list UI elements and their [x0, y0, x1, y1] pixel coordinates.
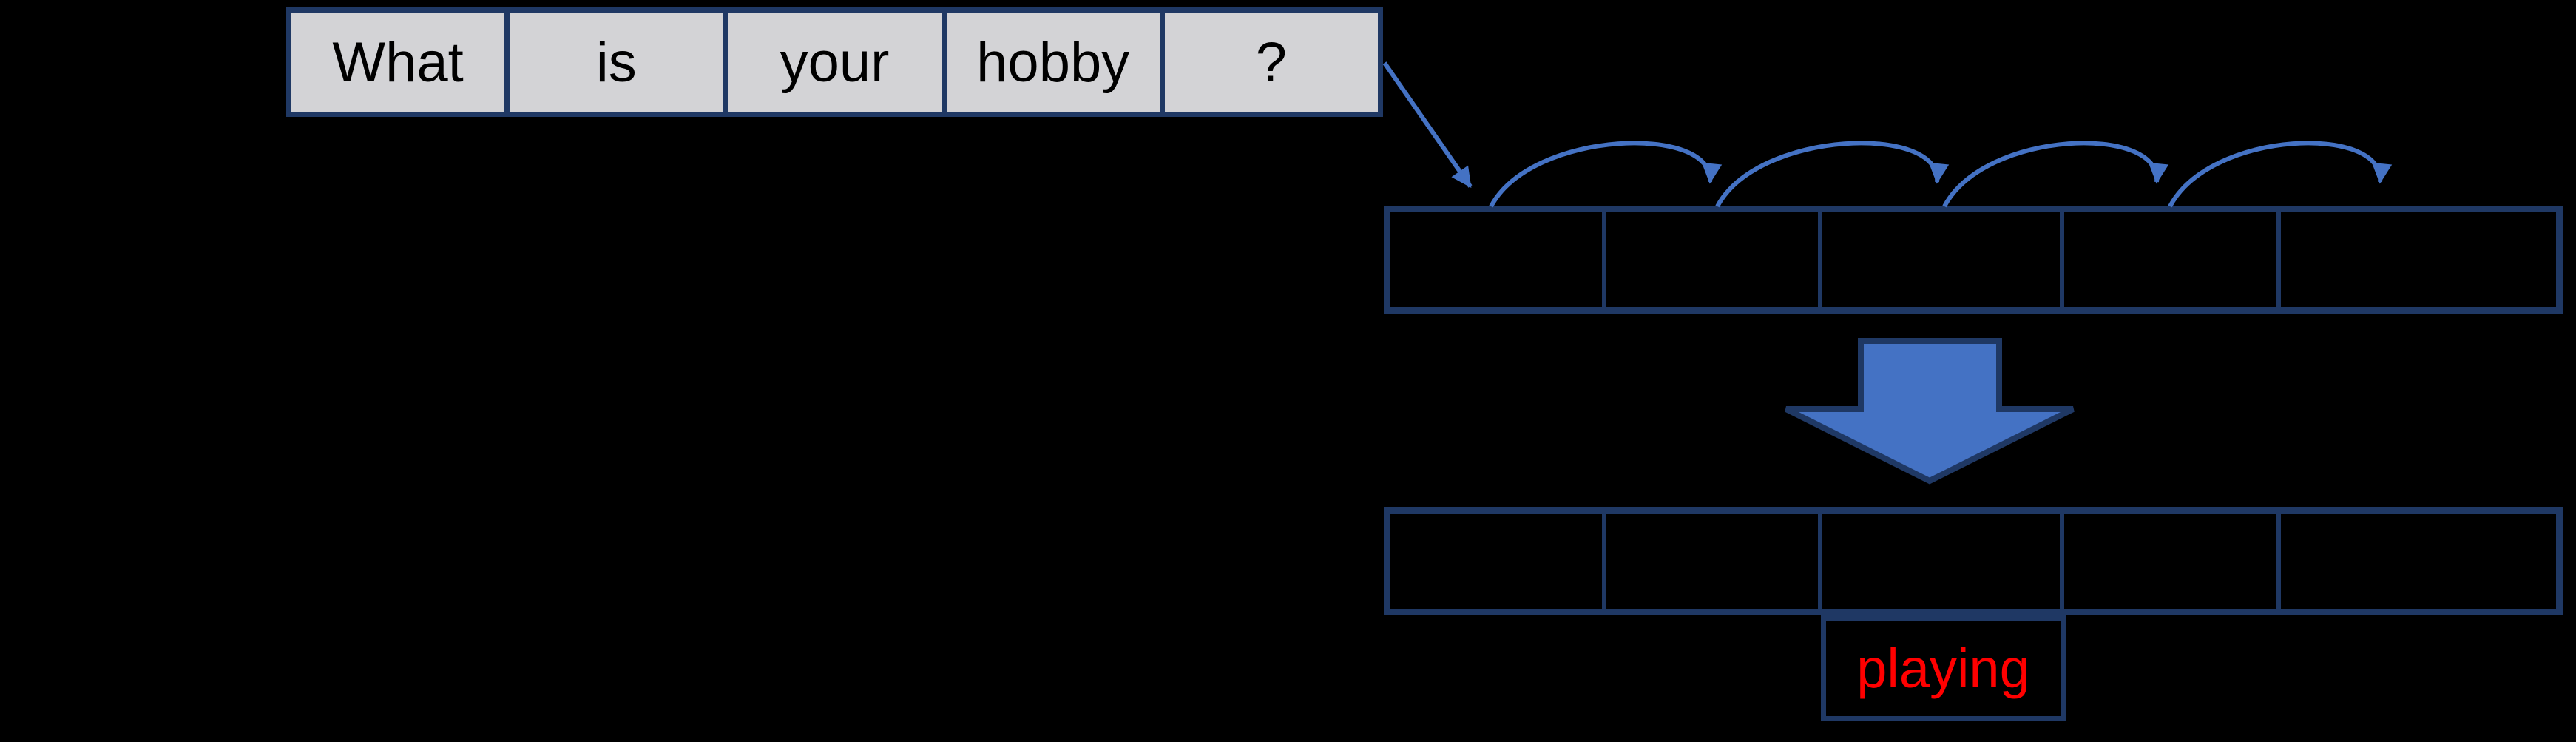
output-state-row [1384, 507, 2563, 615]
hidden-state-cell [2064, 212, 2282, 307]
hidden-state-cell [2281, 212, 2556, 307]
hop-arrow-3 [1942, 141, 2169, 208]
input-token-cell: your [728, 13, 942, 112]
input-token-label: hobby [976, 30, 1130, 94]
predicted-word-box: playing [1821, 615, 2066, 721]
hidden-state-cell [1822, 212, 2064, 307]
predicted-word-label: playing [1856, 638, 2030, 699]
hidden-state-cell [1390, 212, 1606, 307]
input-token-label: is [595, 30, 637, 94]
output-state-cell [2281, 514, 2556, 609]
diagonal-input-arrow [1382, 61, 1473, 189]
input-token-cell: hobby [946, 13, 1160, 112]
block-down-arrow [1785, 338, 2075, 485]
hidden-state-cell [1606, 212, 1823, 307]
hop-arrow-1 [1489, 141, 1723, 208]
input-sentence-row: What is your hobby ? [286, 7, 1383, 117]
hidden-state-row [1384, 206, 2563, 314]
input-token-cell: is [510, 13, 723, 112]
output-state-cell [1390, 514, 1606, 609]
hop-arrow-2 [1715, 141, 1950, 208]
output-state-cell [2064, 514, 2282, 609]
output-state-cell [1822, 514, 2064, 609]
input-token-label: your [780, 30, 890, 94]
input-token-cell: What [291, 13, 505, 112]
output-state-cell [1606, 514, 1823, 609]
input-token-label: What [332, 30, 464, 94]
hop-arrow-4 [2168, 141, 2393, 208]
input-token-cell: ? [1164, 13, 1378, 112]
input-token-label: ? [1255, 30, 1288, 94]
